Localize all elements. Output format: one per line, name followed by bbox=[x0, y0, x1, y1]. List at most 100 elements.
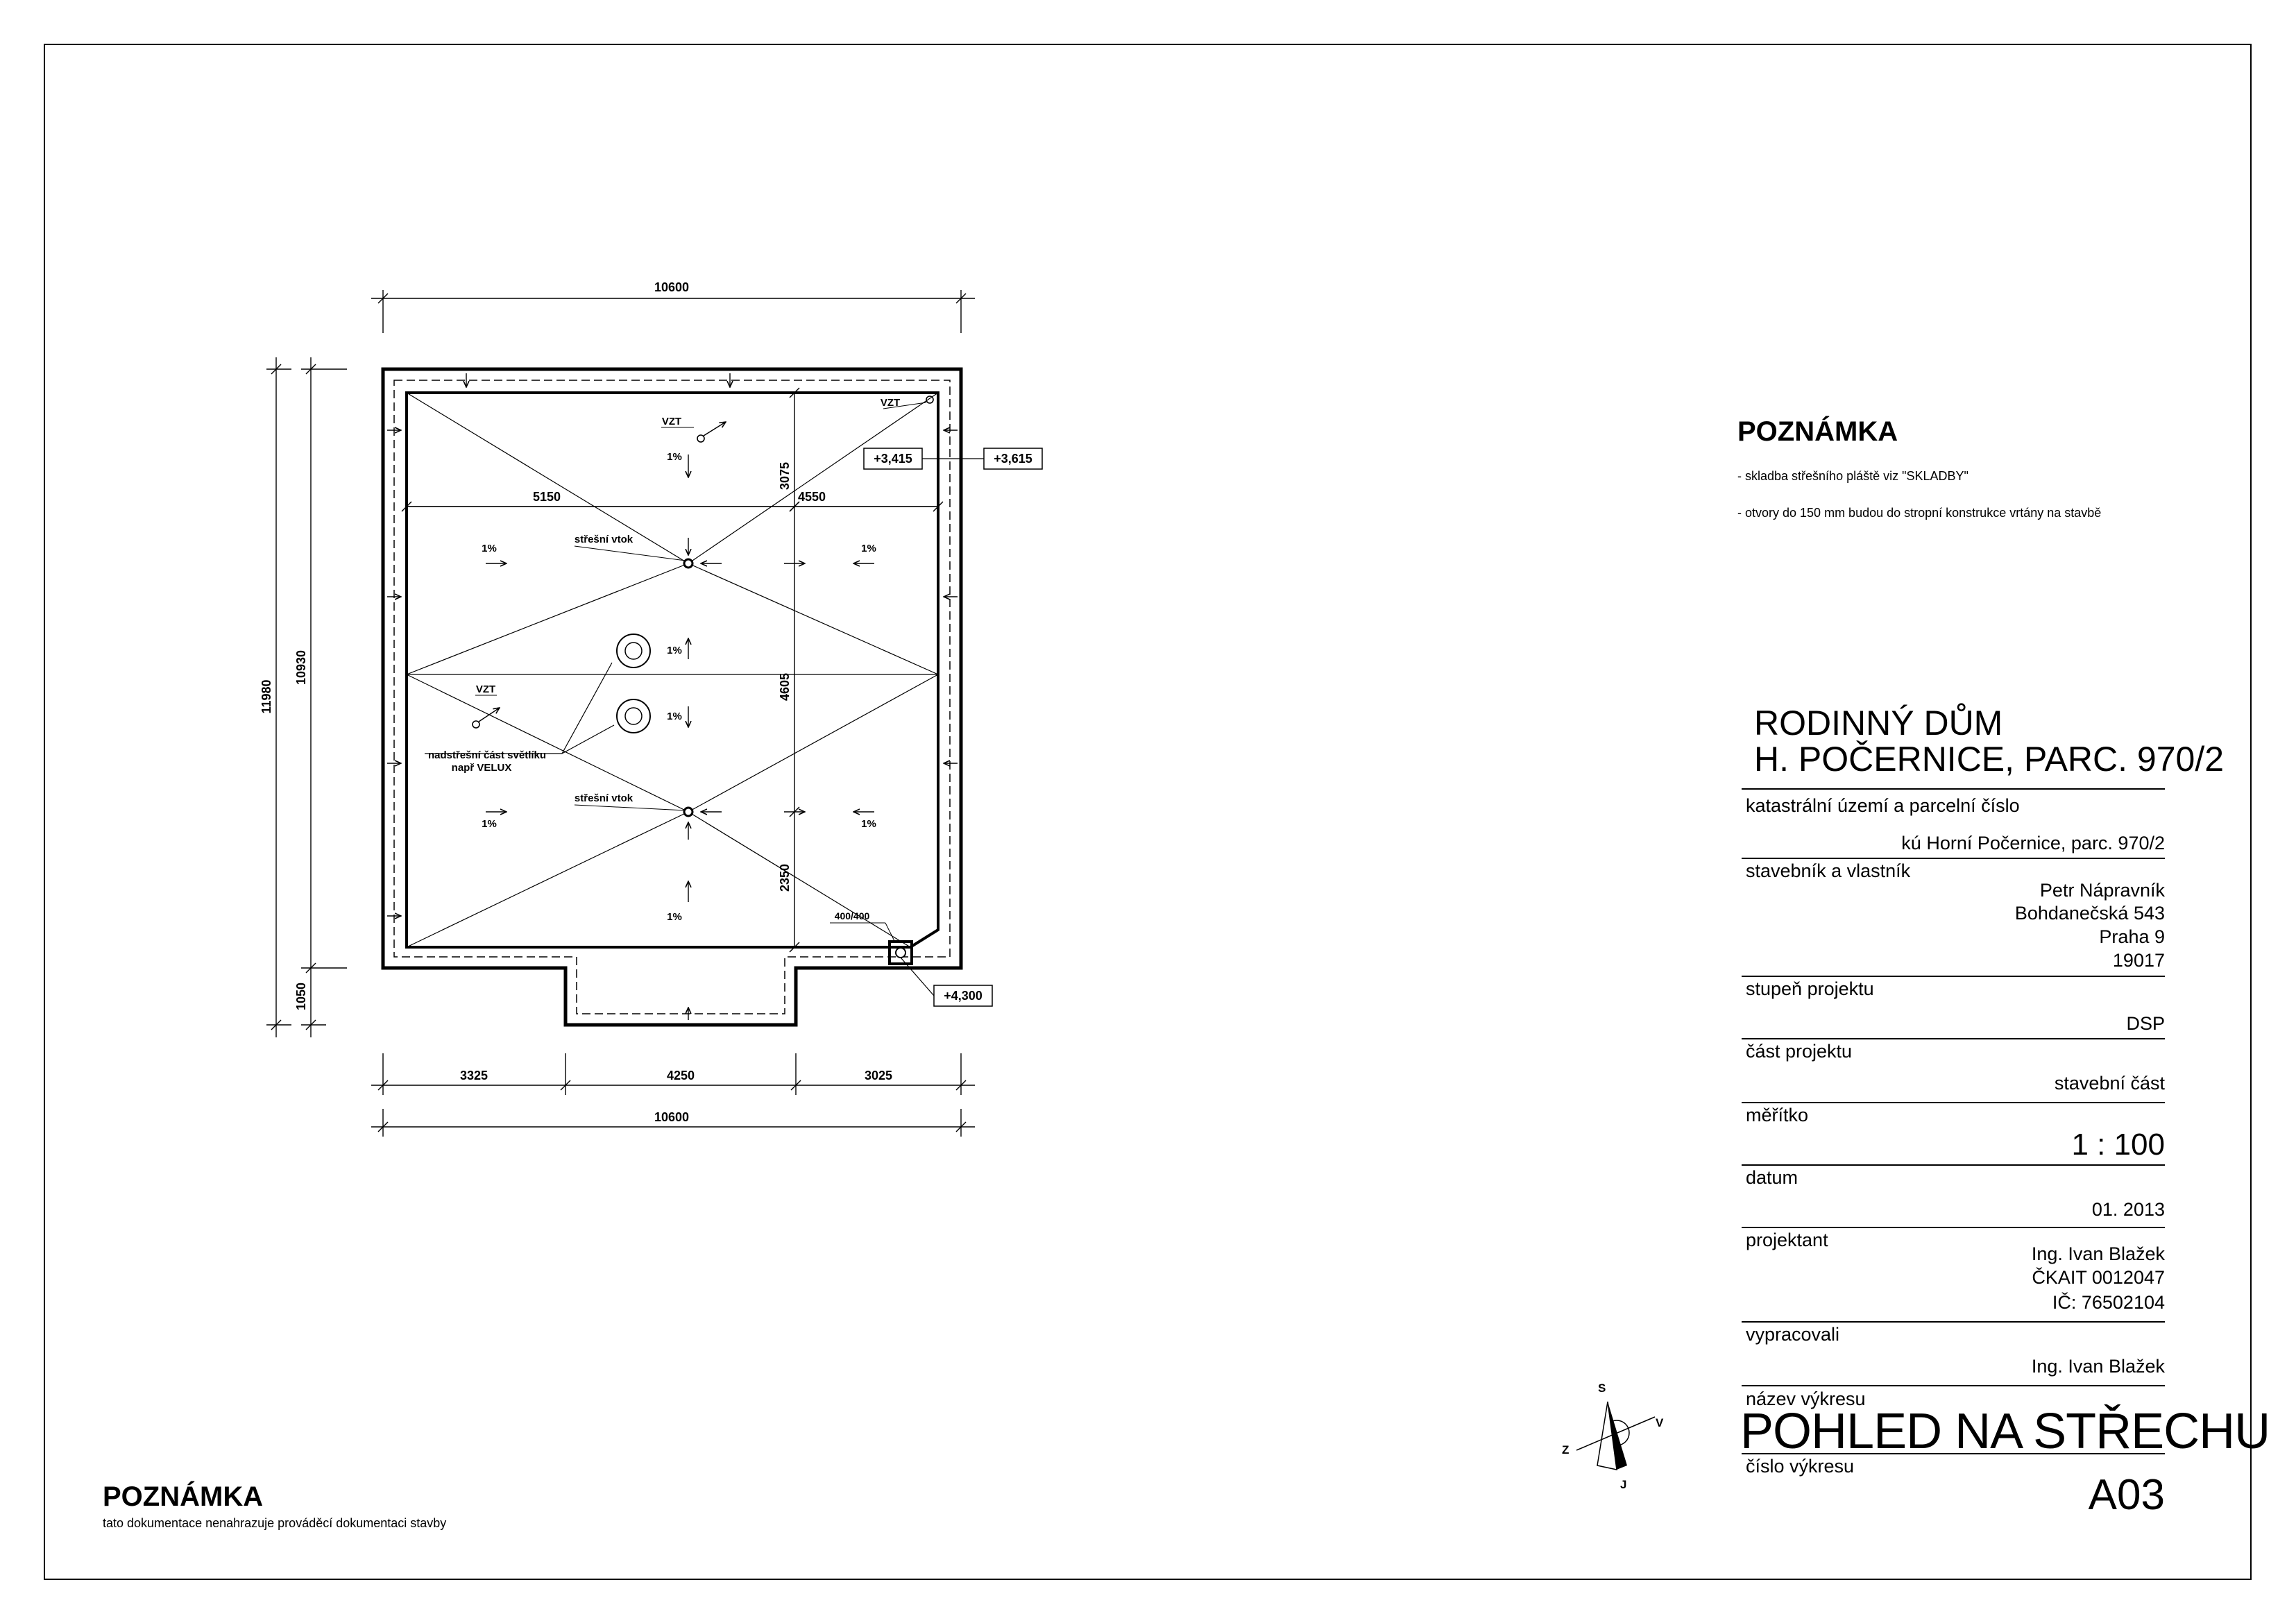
elevation-label: +3,615 bbox=[994, 452, 1032, 466]
note-right-heading: POZNÁMKA bbox=[1737, 416, 1898, 447]
compass: S J V Z bbox=[1562, 1382, 1664, 1491]
elevation-box bbox=[933, 985, 993, 1007]
leader-line bbox=[574, 804, 686, 811]
roof-outline bbox=[381, 367, 963, 1027]
slope-label: 1% bbox=[482, 818, 497, 830]
elevation-label: +4,300 bbox=[944, 989, 983, 1003]
stage-label: stupeň projektu bbox=[1746, 978, 1874, 999]
slope-label: 1% bbox=[667, 645, 682, 656]
skylight-icon bbox=[616, 634, 651, 668]
owner-label: stavebník a vlastník bbox=[1746, 860, 1911, 881]
slope-label: 1% bbox=[667, 451, 682, 463]
scale-value: 1 : 100 bbox=[2071, 1128, 2165, 1162]
note-bottom-text: tato dokumentace nenahrazuje prováděcí d… bbox=[103, 1516, 447, 1530]
compass-west: Z bbox=[1562, 1443, 1569, 1456]
part-value: stavební část bbox=[2054, 1073, 2165, 1094]
project-title-line-2: H. POČERNICE, PARC. 970/2 bbox=[1754, 740, 2225, 779]
skylight-icon bbox=[616, 699, 651, 733]
drawn-label: vypracovali bbox=[1746, 1324, 1840, 1345]
cadastre-label: katastrální území a parcelní číslo bbox=[1746, 795, 2020, 816]
slope-label: 1% bbox=[861, 818, 876, 830]
designer-name: Ing. Ivan Blažek bbox=[2031, 1243, 2165, 1264]
divider bbox=[1742, 1321, 2165, 1323]
skylight-label-2: např VELUX bbox=[452, 762, 512, 774]
divider bbox=[1742, 1227, 2165, 1228]
vzt-label: VZT bbox=[881, 397, 900, 409]
divider bbox=[1742, 1453, 2165, 1454]
date-label: datum bbox=[1746, 1167, 1798, 1188]
divider bbox=[1742, 1385, 2165, 1386]
owner-zip: 19017 bbox=[2112, 950, 2165, 971]
cadastre-value: kú Horní Počernice, parc. 970/2 bbox=[1901, 833, 2165, 853]
vzt-label: VZT bbox=[662, 416, 681, 427]
note-right-line-1: - skladba střešního pláště viz "SKLADBY" bbox=[1737, 469, 1968, 483]
leader-line bbox=[561, 662, 613, 754]
compass-east: V bbox=[1656, 1416, 1664, 1429]
opening-label: 400/400 bbox=[835, 910, 870, 921]
project-title-line-1: RODINNÝ DŮM bbox=[1754, 704, 2003, 742]
note-right-line-2: - otvory do 150 mm budou do stropní kons… bbox=[1737, 506, 2102, 520]
dim-upper-left-label: 5150 bbox=[533, 490, 561, 504]
opening-icon bbox=[888, 940, 913, 965]
vzt-label: VZT bbox=[476, 683, 495, 695]
drawn-value: Ing. Ivan Blažek bbox=[2031, 1356, 2165, 1377]
dim-bottom-seg-2: 4250 bbox=[667, 1069, 695, 1082]
roof-drain-label: střešní vtok bbox=[575, 792, 633, 804]
divider bbox=[1742, 788, 2165, 790]
divider bbox=[1742, 976, 2165, 977]
elevation-label: +3,415 bbox=[874, 452, 912, 466]
parapet-inner bbox=[405, 391, 939, 949]
scale-label: měřítko bbox=[1746, 1105, 1809, 1125]
dim-upper-right-label: 4550 bbox=[798, 490, 826, 504]
divider bbox=[1742, 1102, 2165, 1103]
drawing-no-label: číslo výkresu bbox=[1746, 1456, 1855, 1477]
slope-label: 1% bbox=[861, 543, 876, 554]
divider bbox=[1742, 1038, 2165, 1039]
dim-left-outer-label: 11980 bbox=[260, 679, 273, 713]
date-value: 01. 2013 bbox=[2091, 1199, 2165, 1220]
drawing-name-value: POHLED NA STŘECHU bbox=[1740, 1404, 2270, 1459]
owner-name: Petr Nápravník bbox=[2039, 880, 2165, 901]
drawing-no-value: A03 bbox=[2088, 1471, 2165, 1519]
dim-v3-label: 2350 bbox=[778, 864, 792, 892]
leader-line bbox=[900, 957, 935, 996]
roof-drain-icon bbox=[683, 806, 694, 817]
dim-left-inner-label: 10930 bbox=[294, 650, 308, 685]
dim-bottom-total-label: 10600 bbox=[654, 1110, 689, 1124]
compass-needle-icon bbox=[1608, 1402, 1627, 1470]
compass-north: S bbox=[1598, 1382, 1606, 1395]
valley-lines bbox=[406, 392, 939, 948]
part-label: část projektu bbox=[1746, 1041, 1853, 1062]
dim-top-label: 10600 bbox=[654, 280, 689, 294]
sheet-frame bbox=[44, 44, 2252, 1580]
owner-street: Bohdanečská 543 bbox=[2014, 903, 2165, 924]
slope-label: 1% bbox=[482, 543, 497, 554]
plan-labels: 10600 3325 4250 3025 10600 11980 10930 1… bbox=[260, 280, 1032, 1124]
leader-line bbox=[885, 922, 896, 943]
vzt-vent-icon bbox=[883, 396, 934, 409]
designer-ckait: ČKAIT 0012047 bbox=[2032, 1267, 2165, 1288]
owner-city: Praha 9 bbox=[2099, 926, 2165, 947]
skylight-label-1: nadstřešní část světlíku bbox=[428, 749, 546, 761]
dim-bottom-seg-3: 3025 bbox=[865, 1069, 892, 1082]
dim-v1-label: 3075 bbox=[778, 462, 792, 490]
dim-left-lower-label: 1050 bbox=[294, 983, 308, 1010]
vzt-vent-icon bbox=[661, 422, 726, 443]
roof-drain-icon bbox=[683, 558, 694, 569]
dim-v2-label: 4605 bbox=[778, 673, 792, 701]
slope-label: 1% bbox=[667, 711, 682, 722]
slope-label: 1% bbox=[667, 911, 682, 923]
note-bottom-heading: POZNÁMKA bbox=[103, 1481, 264, 1512]
opening-drain-icon bbox=[895, 947, 906, 958]
compass-south: J bbox=[1620, 1478, 1626, 1491]
attic-dashed-line bbox=[393, 380, 951, 1014]
elevation-box bbox=[863, 448, 923, 470]
dimension-lines bbox=[266, 290, 975, 1137]
drawing-name-label: název výkresu bbox=[1746, 1388, 1866, 1409]
stage-value: DSP bbox=[2126, 1013, 2165, 1034]
roof-plan bbox=[266, 290, 1043, 1137]
dim-bottom-seg-1: 3325 bbox=[460, 1069, 488, 1082]
elevation-box bbox=[983, 448, 1043, 470]
designer-label: projektant bbox=[1746, 1230, 1828, 1250]
